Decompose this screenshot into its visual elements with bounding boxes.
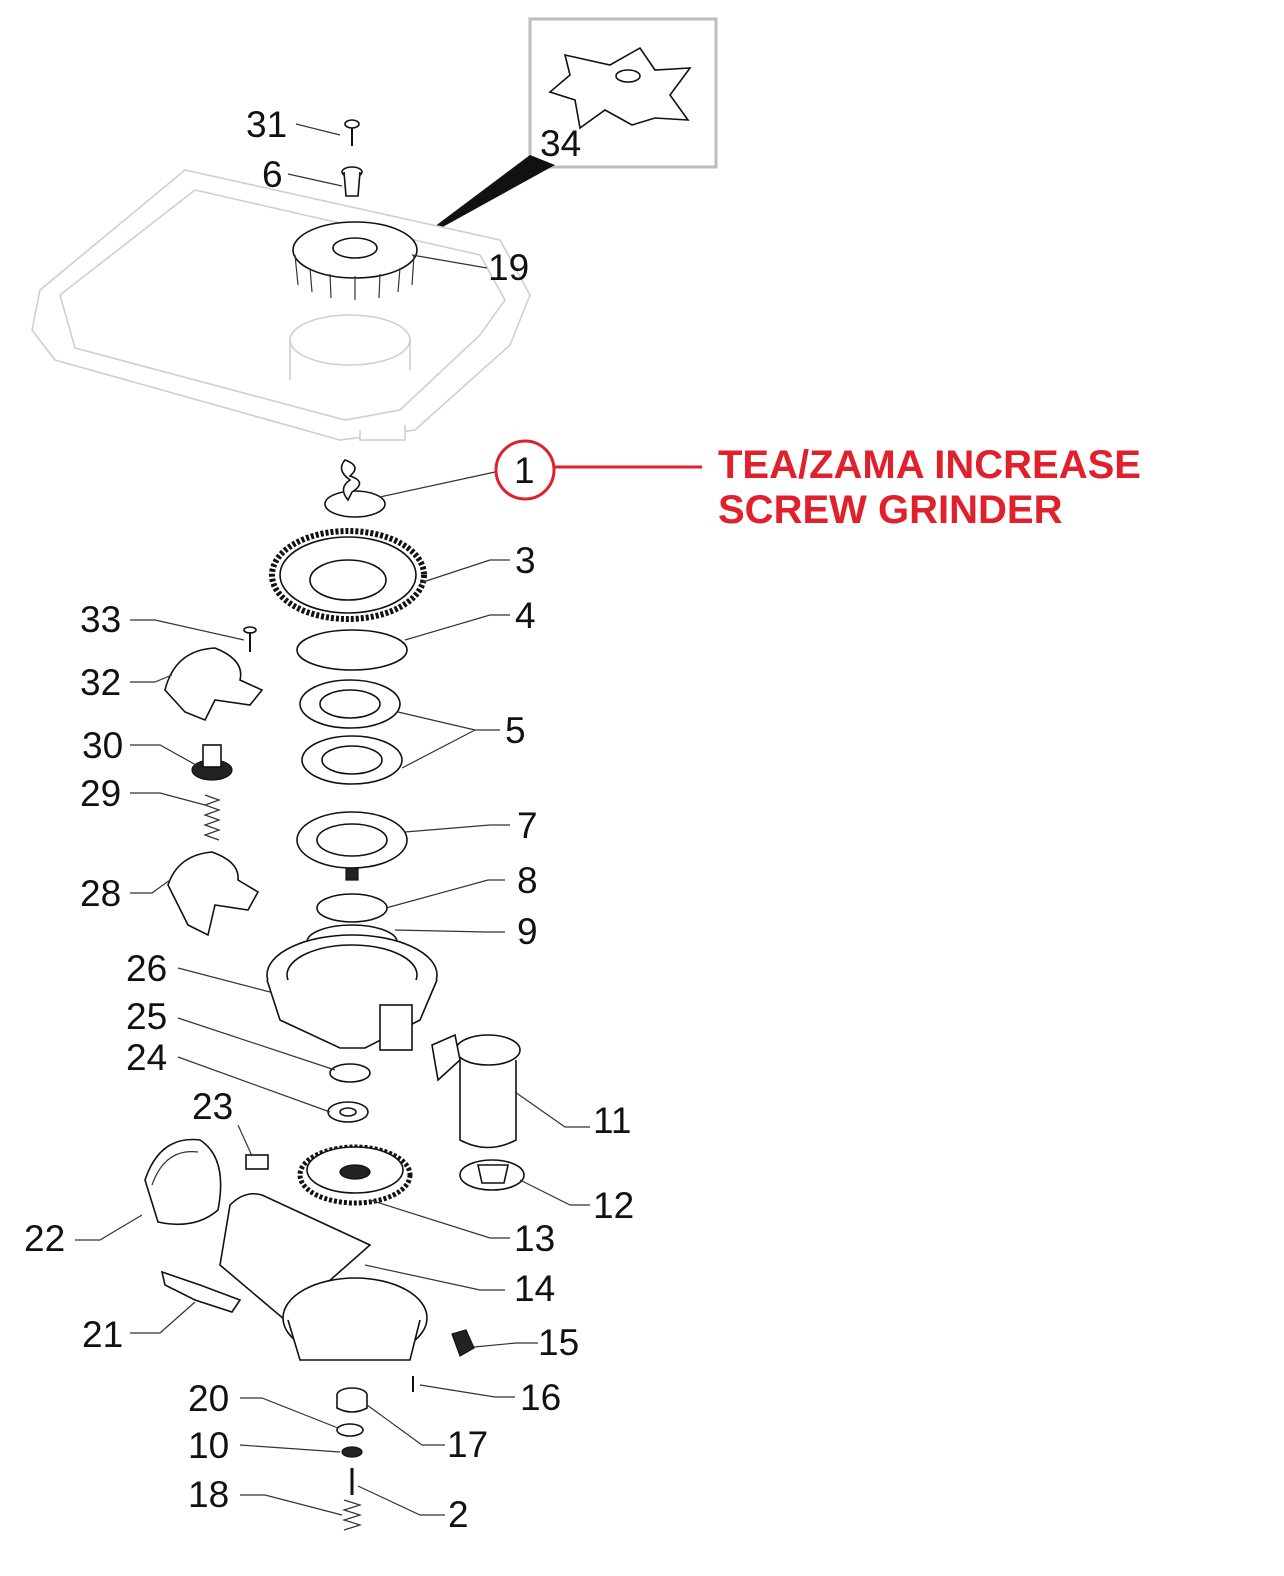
label-13: 13 (514, 1218, 555, 1259)
label-4: 4 (515, 595, 536, 636)
part-19-cage (292, 221, 418, 300)
label-11: 11 (593, 1100, 631, 1141)
label-8: 8 (517, 860, 538, 901)
part-33-screw (243, 626, 257, 652)
part-21-bracket (160, 1270, 242, 1313)
label-7: 7 (517, 805, 538, 846)
label-25: 25 (126, 996, 167, 1037)
part-11-chute (431, 1033, 521, 1149)
part-18-spring (341, 1499, 363, 1531)
label-32: 32 (80, 662, 121, 703)
part-24-washer (327, 1101, 369, 1123)
label-24: 24 (126, 1037, 167, 1078)
label-9: 9 (517, 911, 538, 952)
label-6: 6 (262, 154, 283, 195)
inset-box-34 (410, 17, 718, 245)
part-14-motor (219, 1192, 428, 1361)
label-21: 21 (82, 1314, 123, 1355)
leader-lines (75, 123, 590, 1516)
part-8-ring (316, 893, 388, 923)
label-29: 29 (80, 773, 121, 814)
label-12: 12 (593, 1185, 634, 1226)
label-31: 31 (246, 104, 287, 145)
tray-housing (31, 169, 531, 441)
part-25-washer (329, 1063, 371, 1083)
callout-part-1: TEA/ZAMA INCREASE SCREW GRINDER (494, 439, 1141, 532)
label-10: 10 (188, 1425, 229, 1466)
part-30-gear (191, 744, 233, 781)
part-15-cap (451, 1329, 475, 1357)
label-30: 30 (82, 725, 123, 766)
part-17-bushing (336, 1387, 368, 1413)
label-28: 28 (80, 873, 121, 914)
label-23: 23 (192, 1086, 233, 1127)
part-31-screw (344, 119, 360, 146)
label-19: 19 (488, 247, 529, 288)
callout-circle (494, 439, 556, 501)
part-22-clip-ring (144, 1138, 222, 1226)
part-32-bracket (164, 647, 264, 722)
label-34: 34 (540, 123, 581, 164)
label-5: 5 (505, 710, 526, 751)
part-26-grinder-body (266, 934, 438, 1051)
part-6-bushing (341, 166, 363, 197)
callout-line-2: SCREW GRINDER (718, 488, 1063, 532)
label-3: 3 (515, 540, 536, 581)
label-15: 15 (538, 1322, 579, 1363)
label-33: 33 (80, 599, 121, 640)
part-4-o-ring (296, 629, 408, 671)
part-20-washer (336, 1423, 364, 1437)
part-10-nut (341, 1446, 363, 1458)
part-12-bushing (459, 1159, 525, 1191)
part-7-burr-carrier (296, 811, 408, 881)
part-23-block (245, 1154, 269, 1170)
part-13-gear (297, 1144, 413, 1206)
part-labels: 31 6 34 19 1 3 4 33 32 5 30 29 7 8 28 9 … (24, 104, 634, 1535)
part-29-spring (203, 794, 221, 841)
part-5-burrs (299, 679, 403, 785)
label-1: 1 (514, 450, 535, 491)
label-14: 14 (514, 1268, 555, 1309)
callout-line-1: TEA/ZAMA INCREASE (718, 443, 1141, 487)
part-28-bracket (167, 851, 260, 937)
label-18: 18 (188, 1474, 229, 1515)
label-2: 2 (448, 1494, 469, 1535)
label-20: 20 (188, 1378, 229, 1419)
label-16: 16 (520, 1377, 561, 1418)
label-26: 26 (126, 948, 167, 989)
label-17: 17 (447, 1424, 488, 1465)
part-3-gear-ring (269, 528, 427, 622)
label-22: 22 (24, 1218, 65, 1259)
part-1-screw-grinder (324, 459, 386, 518)
